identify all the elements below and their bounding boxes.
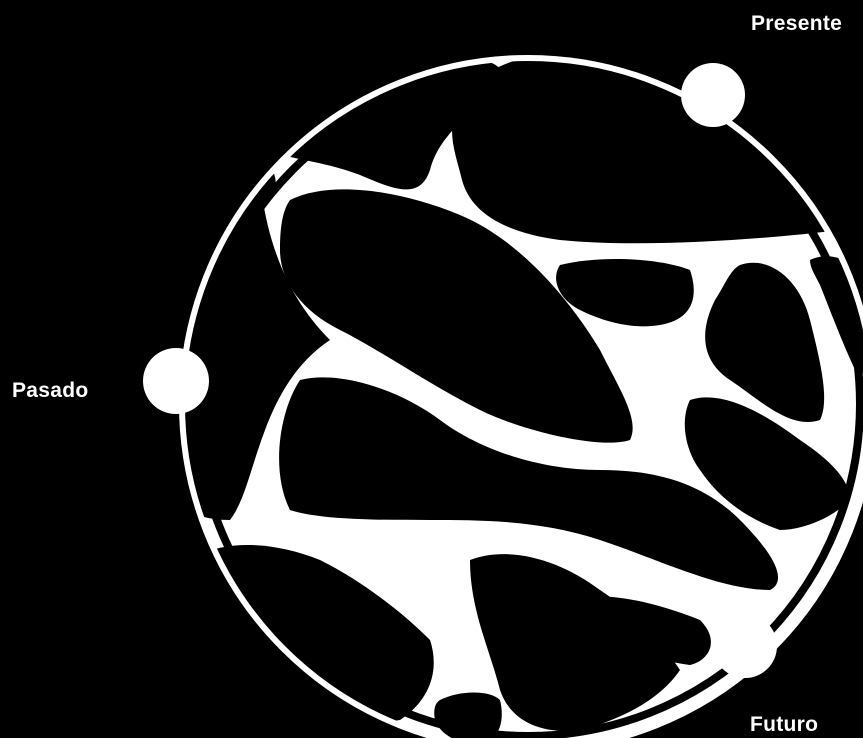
node-futuro[interactable] bbox=[713, 614, 777, 678]
label-presente: Presente bbox=[751, 12, 842, 36]
node-pasado[interactable] bbox=[143, 348, 209, 414]
node-presente[interactable] bbox=[681, 63, 745, 127]
label-futuro: Futuro bbox=[750, 713, 818, 737]
label-pasado: Pasado bbox=[12, 379, 89, 403]
